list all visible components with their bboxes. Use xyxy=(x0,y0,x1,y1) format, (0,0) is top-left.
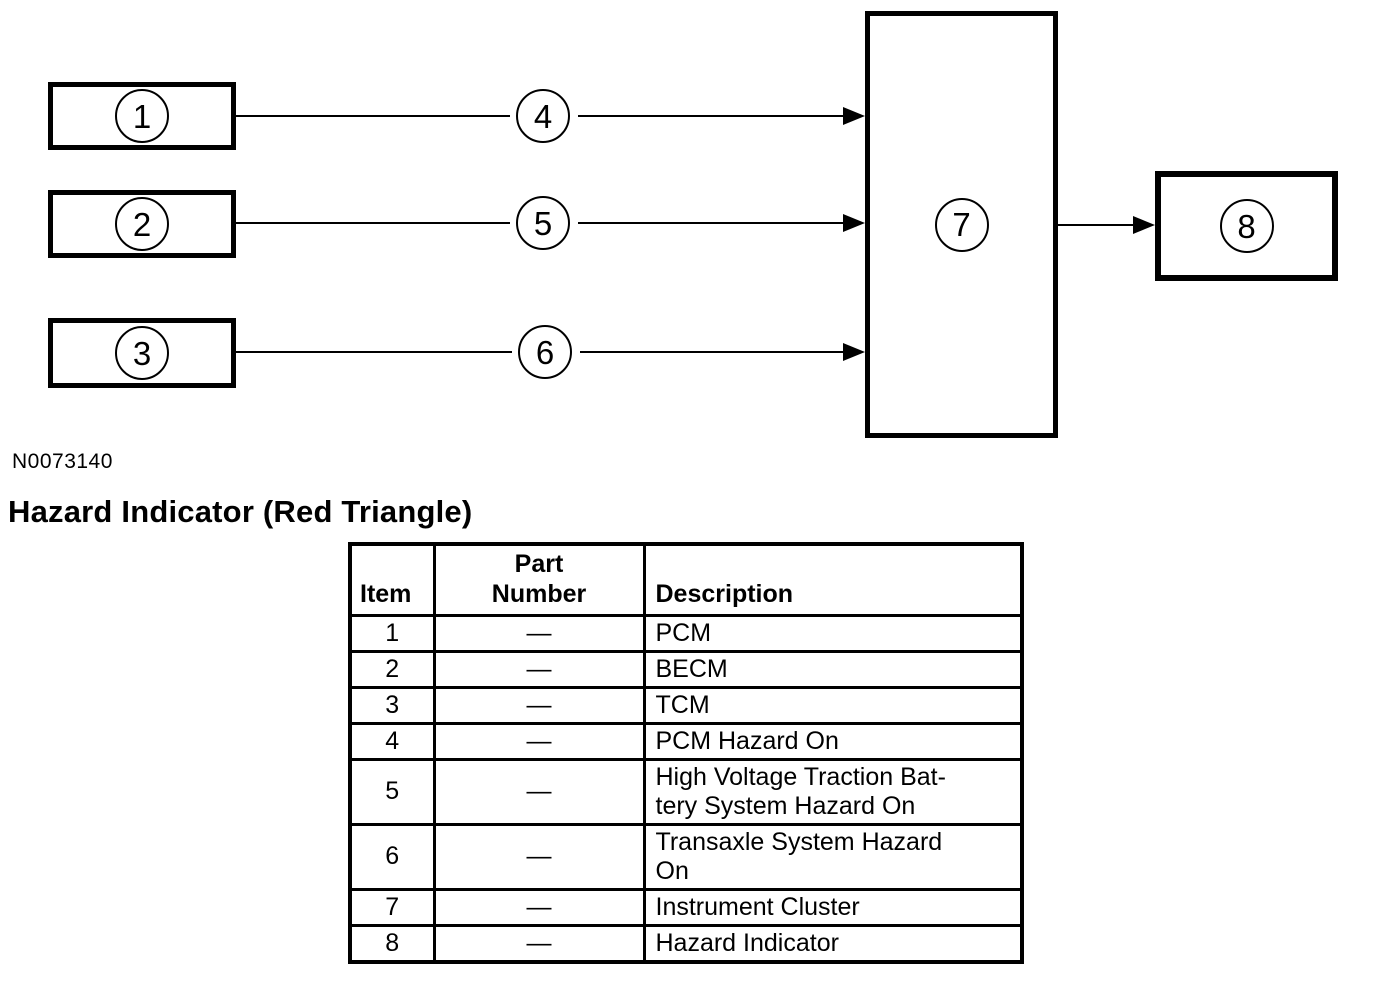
figure-reference-number: N0073140 xyxy=(12,450,113,473)
figure-title: Hazard Indicator (Red Triangle) xyxy=(8,494,473,529)
diagram-box-8: 8 xyxy=(1155,171,1338,281)
cell-item: 6 xyxy=(348,822,436,891)
cell-description: Transaxle System Hazard On xyxy=(642,822,1024,891)
connector-line-1-left xyxy=(236,115,510,117)
column-header-item: Item xyxy=(348,542,436,617)
callout-badge-8: 8 xyxy=(1219,199,1274,253)
table-row: 2 — BECM xyxy=(348,649,1024,689)
connector-line-1-right xyxy=(578,115,843,117)
callout-badge-5: 5 xyxy=(516,196,570,250)
connector-line-output xyxy=(1058,224,1133,226)
table-row: 5 — High Voltage Traction Bat- tery Syst… xyxy=(348,757,1024,826)
table-row: 4 — PCM Hazard On xyxy=(348,721,1024,761)
cell-item: 8 xyxy=(348,923,436,963)
cell-item: 3 xyxy=(348,685,436,725)
table-row: 6 — Transaxle System Hazard On xyxy=(348,822,1024,891)
cell-item: 2 xyxy=(348,649,436,689)
table-row: 7 — Instrument Cluster xyxy=(348,887,1024,927)
connector-line-3-right xyxy=(580,351,843,353)
cell-part-number: — xyxy=(432,822,646,891)
legend-header-row: Item Part Number Description xyxy=(348,542,1024,617)
cell-item: 5 xyxy=(348,757,436,826)
cell-description: Instrument Cluster xyxy=(642,887,1024,927)
cell-description: BECM xyxy=(642,649,1024,689)
arrowhead-into-box7-bottom-icon xyxy=(843,343,865,361)
cell-description: Hazard Indicator xyxy=(642,923,1024,963)
diagram-box-3: 3 xyxy=(48,318,236,388)
cell-description: High Voltage Traction Bat- tery System H… xyxy=(642,757,1024,826)
cell-item: 7 xyxy=(348,887,436,927)
cell-part-number: — xyxy=(432,923,646,963)
callout-badge-3: 3 xyxy=(115,326,169,380)
callout-badge-4: 4 xyxy=(516,89,570,143)
table-row: 3 — TCM xyxy=(348,685,1024,725)
table-row: 8 — Hazard Indicator xyxy=(348,923,1024,963)
legend-table: Item Part Number Description 1 — PCM 2 —… xyxy=(348,542,1024,964)
table-row: 1 — PCM xyxy=(348,613,1024,653)
arrowhead-into-box7-middle-icon xyxy=(843,214,865,232)
connector-line-2-left xyxy=(236,222,510,224)
connector-line-3-left xyxy=(236,351,512,353)
cell-part-number: — xyxy=(432,887,646,927)
cell-part-number: — xyxy=(432,613,646,653)
diagram-box-1: 1 xyxy=(48,82,236,150)
column-header-part-number: Part Number xyxy=(432,542,646,617)
callout-badge-2: 2 xyxy=(115,197,169,251)
diagram-box-2: 2 xyxy=(48,190,236,258)
cell-description: PCM Hazard On xyxy=(642,721,1024,761)
cell-part-number: — xyxy=(432,757,646,826)
arrowhead-into-box8-icon xyxy=(1133,216,1155,234)
callout-badge-1: 1 xyxy=(115,89,169,143)
callout-badge-7: 7 xyxy=(934,197,989,252)
cell-description: TCM xyxy=(642,685,1024,725)
cell-part-number: — xyxy=(432,685,646,725)
cell-item: 1 xyxy=(348,613,436,653)
diagram-box-7: 7 xyxy=(865,11,1058,438)
cell-description: PCM xyxy=(642,613,1024,653)
arrowhead-into-box7-top-icon xyxy=(843,107,865,125)
cell-part-number: — xyxy=(432,649,646,689)
column-header-description: Description xyxy=(642,542,1024,617)
cell-part-number: — xyxy=(432,721,646,761)
connector-line-2-right xyxy=(578,222,843,224)
callout-badge-6: 6 xyxy=(518,325,572,379)
cell-item: 4 xyxy=(348,721,436,761)
